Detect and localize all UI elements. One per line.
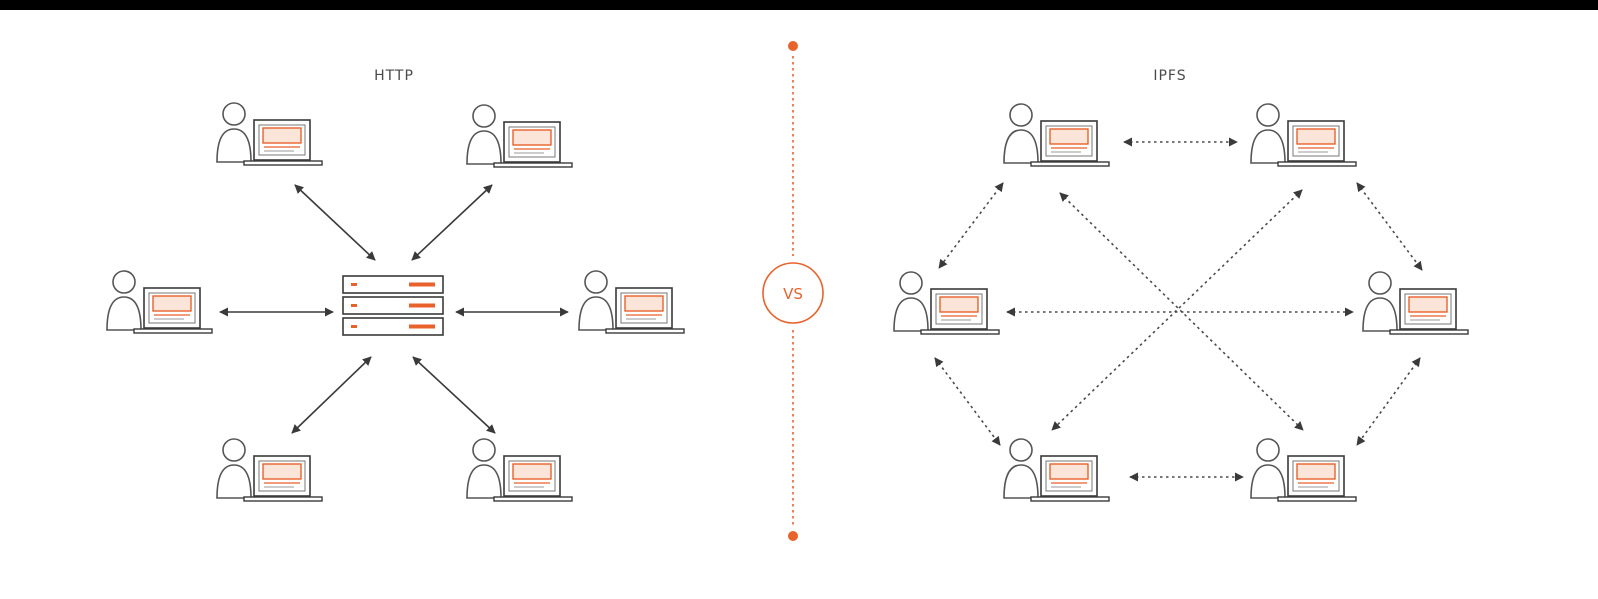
ipfs-peer-left-person-with-laptop-icon (893, 271, 1000, 335)
ipfs-peer-top-left-person-with-laptop-icon (1003, 103, 1110, 167)
people (106, 102, 1469, 502)
ipfs-link-diagonal-b (1051, 189, 1303, 431)
ipfs-peer-bottom-right-person-with-laptop-icon (1250, 438, 1357, 502)
http-client-left-person-with-laptop-icon (106, 270, 213, 334)
http-title: HTTP (374, 68, 414, 84)
ipfs-title: IPFS (1153, 68, 1186, 84)
ipfs-link-upper-left (938, 182, 1004, 269)
http-connections (219, 184, 569, 434)
http-client-top-left-person-with-laptop-icon (216, 102, 323, 166)
ipfs-peer-bottom-left-person-with-laptop-icon (1003, 438, 1110, 502)
vs-circle (762, 262, 824, 324)
vs-label: VS (783, 285, 803, 303)
http-link-top-left (294, 184, 376, 261)
http-client-bottom-right-person-with-laptop-icon (466, 438, 573, 502)
http-link-top-right (411, 184, 493, 261)
http-link-bottom-left (291, 356, 372, 434)
server-rack-icon (342, 275, 444, 336)
ipfs-link-lower-right (1356, 357, 1421, 446)
divider-bottom-dot (788, 531, 798, 541)
ipfs-link-upper-right (1356, 182, 1423, 271)
ipfs-peer-right-person-with-laptop-icon (1362, 271, 1469, 335)
divider-top-dot (788, 41, 798, 51)
ipfs-connections (934, 137, 1423, 482)
vs-divider: VS (762, 41, 824, 541)
ipfs-link-lower-left (934, 357, 1001, 446)
http-client-top-right-person-with-laptop-icon (466, 104, 573, 168)
http-client-bottom-left-person-with-laptop-icon (216, 438, 323, 502)
ipfs-peer-top-right-person-with-laptop-icon (1250, 103, 1357, 167)
top-band (0, 0, 1598, 10)
http-client-right-person-with-laptop-icon (578, 270, 685, 334)
http-link-bottom-right (412, 356, 496, 434)
